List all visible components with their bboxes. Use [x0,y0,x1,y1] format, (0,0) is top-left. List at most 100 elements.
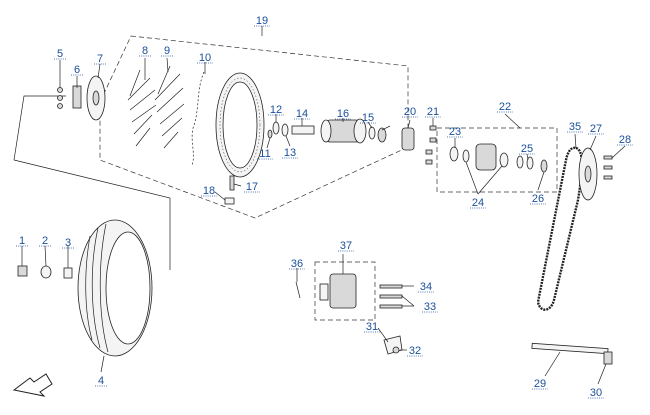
callout-3: 3 [62,237,74,249]
spacer-24 [499,152,524,169]
callout-37: 37 [338,240,354,252]
callout-5: 5 [54,48,66,60]
callout-23: 23 [447,126,463,138]
callout-14: 14 [294,108,310,120]
svg-text:35: 35 [569,121,581,133]
damper-20 [401,127,415,151]
spoke-nipples-10 [191,71,205,166]
svg-text:27: 27 [590,123,602,135]
callout-32: 32 [407,345,423,357]
svg-text:8: 8 [142,45,148,57]
bearing-15 [368,126,376,140]
svg-text:9: 9 [164,45,170,57]
callout-1: 1 [16,235,28,247]
bearing-25 [526,156,534,170]
svg-text:15: 15 [362,112,374,124]
seal-13b [377,127,387,143]
callout-28: 28 [617,134,633,146]
bolts-21 [425,125,437,165]
callout-34: 34 [418,281,434,293]
callout-19: 19 [254,15,270,27]
axle-spacer-14 [291,125,315,135]
washer-2 [40,265,52,279]
callout-21: 21 [425,106,441,118]
bolt-32 [392,346,400,354]
callout-4: 4 [95,375,107,387]
callout-7: 7 [94,53,106,65]
callout-36: 36 [289,258,305,270]
svg-text:21: 21 [427,106,439,118]
callout-24: 24 [470,197,486,209]
callout-31: 31 [364,321,380,333]
bearing-13 [281,123,289,137]
callout-25: 25 [519,143,535,155]
svg-text:2: 2 [42,235,48,247]
carrier-23 [449,146,459,162]
svg-text:4: 4 [98,375,104,387]
svg-text:34: 34 [420,281,432,293]
callout-2: 2 [39,235,51,247]
group-22-frame [436,127,558,193]
spacer-3 [63,267,73,279]
callout-6: 6 [71,64,83,76]
bolts-5 [57,87,63,109]
callout-9: 9 [161,45,173,57]
callout-30: 30 [588,387,604,399]
svg-text:12: 12 [270,104,282,116]
svg-text:10: 10 [199,52,211,64]
chain-35 [536,146,584,311]
callout-15: 15 [360,112,376,124]
brake-disc-7 [86,75,106,121]
svg-text:3: 3 [65,237,71,249]
hub-16 [320,118,367,144]
wheel-axis-guide [13,95,66,161]
spokes-8 [127,69,157,147]
callout-27: 27 [588,123,604,135]
callout-26: 26 [530,193,546,205]
callout-12: 12 [268,104,284,116]
tire-4 [77,219,153,357]
rear-sprocket-27 [578,147,598,201]
callout-29: 29 [532,378,548,390]
svg-text:26: 26 [532,193,544,205]
leader-lines [21,26,626,385]
valve-17 [229,175,235,191]
axle-29 [531,342,609,355]
callout-16: 16 [335,108,351,120]
svg-text:6: 6 [74,64,80,76]
callout-22: 22 [497,101,513,113]
svg-text:36: 36 [291,258,303,270]
svg-text:32: 32 [409,345,421,357]
svg-text:24: 24 [472,197,484,209]
caliper-37 [319,273,357,309]
svg-text:13: 13 [284,147,296,159]
callout-8: 8 [139,45,151,57]
pin-36 [295,281,301,299]
sprocket-6 [72,85,82,109]
svg-text:19: 19 [256,15,268,27]
callout-18: 18 [201,185,217,197]
bolts-34-33 [379,284,403,309]
svg-text:7: 7 [97,53,103,65]
nut-1 [17,265,28,277]
carrier-body [462,143,497,171]
svg-text:23: 23 [449,126,461,138]
callout-35: 35 [567,121,583,133]
callout-17: 17 [244,181,260,193]
callout-10: 10 [197,52,213,64]
rim [215,72,265,178]
spokes-9 [154,65,185,149]
callout-11: 11 [257,148,273,160]
group-19-frame [99,35,409,219]
svg-text:22: 22 [499,101,511,113]
svg-text:33: 33 [424,301,436,313]
svg-text:5: 5 [57,48,63,60]
svg-text:18: 18 [203,185,215,197]
spacer-11 [267,129,273,139]
svg-text:1: 1 [19,235,25,247]
svg-text:30: 30 [590,387,602,399]
svg-text:17: 17 [246,181,258,193]
seal-26 [540,159,548,173]
axle-nut-30 [603,351,613,365]
